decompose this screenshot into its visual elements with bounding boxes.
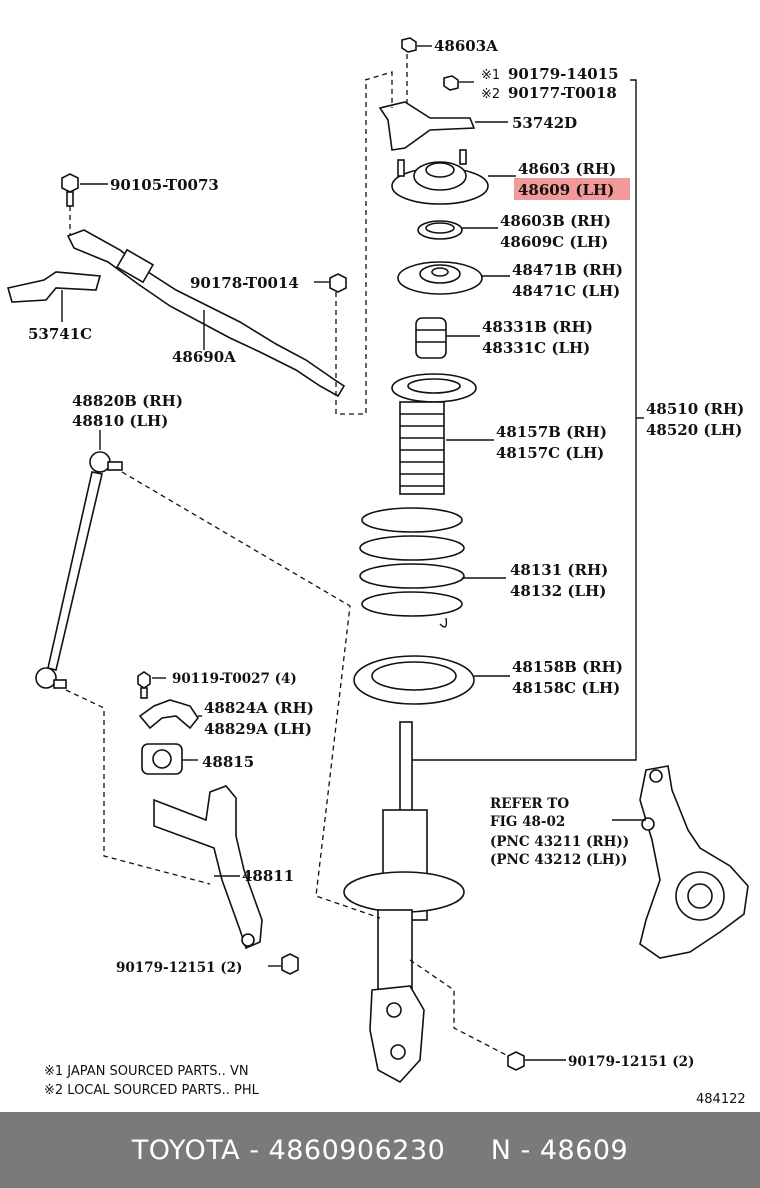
part-labels: 48603A ※1 90179-14015 ※2 90177-T0018 537… (28, 37, 746, 1107)
label-48331C-lh: 48331C (LH) (482, 339, 590, 357)
brace-48690A (66, 229, 346, 398)
label-48158C-lh: 48158C (LH) (512, 679, 620, 697)
bearing-48603B (417, 220, 498, 240)
highlight-box (514, 178, 630, 200)
label-48471C-lh: 48471C (LH) (512, 282, 620, 300)
label-48810-lh: 48810 (LH) (72, 412, 168, 430)
label-48603-rh: 48603 (RH) (518, 160, 616, 178)
insulator-48158B (353, 655, 510, 705)
label-90119-T0027: 90119-T0027 (4) (172, 671, 297, 687)
bracket-48824A (138, 699, 202, 730)
label-53742D: 53742D (512, 114, 577, 132)
label-90178-T0014: 90178-T0014 (190, 274, 299, 292)
nut-90179-12151-right (507, 1051, 566, 1071)
bump-stopper-48331B (415, 317, 480, 359)
label-90105-T0073: 90105-T0073 (110, 176, 219, 194)
bushing-48815 (141, 743, 198, 775)
label-48510-rh: 48510 (RH) (646, 400, 744, 418)
steering-knuckle (612, 765, 749, 959)
label-48609C-lh: 48609C (LH) (500, 233, 608, 251)
label-48829A-lh: 48829A (LH) (204, 720, 312, 738)
dust-boot-48157B (391, 373, 494, 495)
stabilizer-bar-48811 (153, 785, 263, 950)
note-japan-sourced: ※1 JAPAN SOURCED PARTS.. VN (44, 1064, 249, 1079)
marker-2: ※2 (481, 87, 500, 102)
marker-1: ※1 (481, 68, 500, 83)
label-48331B-rh: 48331B (RH) (482, 318, 593, 336)
label-48820B-rh: 48820B (RH) (72, 392, 183, 410)
label-90177-T0018: 90177-T0018 (508, 84, 617, 102)
label-48520-lh: 48520 (LH) (646, 421, 742, 439)
label-48603B-rh: 48603B (RH) (500, 212, 611, 230)
label-48158B-rh: 48158B (RH) (512, 658, 623, 676)
label-48157C-lh: 48157C (LH) (496, 444, 604, 462)
label-90179-12151-left: 90179-12151 (2) (116, 960, 242, 976)
refer-line-1: REFER TO (490, 796, 569, 812)
strut-mount-48609 (391, 149, 516, 205)
assembly-bracket (410, 79, 644, 761)
note-local-sourced: ※2 LOCAL SOURCED PARTS.. PHL (44, 1083, 260, 1098)
nut-90178-T0014 (314, 80, 367, 415)
coil-spring-48131 (359, 507, 506, 628)
label-48471B-rh: 48471B (RH) (512, 261, 623, 279)
footer-part-number: TOYOTA - 4860906230 N - 48609 (131, 1134, 629, 1166)
figure-number: 484122 (696, 1092, 746, 1107)
shock-absorber (343, 721, 513, 1084)
label-53741C: 53741C (28, 325, 92, 343)
nut-90179-14015 (443, 75, 474, 91)
refer-line-2: FIG 48-02 (490, 814, 565, 830)
parts-diagram: 48603A ※1 90179-14015 ※2 90177-T0018 537… (6, 37, 749, 1107)
label-48609-lh: 48609 (LH) (518, 181, 614, 199)
bolt-90119-T0027 (137, 671, 166, 699)
label-48603A: 48603A (434, 37, 498, 55)
stabilizer-link-48810 (35, 430, 381, 919)
bracket-53741C (6, 271, 102, 322)
label-90179-12151-right: 90179-12151 (2) (568, 1054, 694, 1070)
spring-seat-48471B (397, 261, 510, 295)
label-48132-lh: 48132 (LH) (510, 582, 606, 600)
label-48815: 48815 (202, 753, 254, 771)
label-48824A-rh: 48824A (RH) (204, 699, 314, 717)
label-48131-rh: 48131 (RH) (510, 561, 608, 579)
bracket-53742D (364, 71, 508, 151)
label-48690A: 48690A (172, 348, 236, 366)
label-48157B-rh: 48157B (RH) (496, 423, 607, 441)
refer-line-4: (PNC 43212 (LH)) (490, 852, 627, 868)
refer-line-3: (PNC 43211 (RH)) (490, 834, 629, 850)
label-90179-14015: 90179-14015 (508, 65, 619, 83)
nut-90179-12151-left (268, 953, 299, 975)
footer-bar: TOYOTA - 4860906230 N - 48609 (0, 1112, 760, 1188)
bolt-90105-T0073 (61, 173, 108, 236)
nut-48603A (401, 37, 432, 110)
label-48811: 48811 (242, 867, 294, 885)
